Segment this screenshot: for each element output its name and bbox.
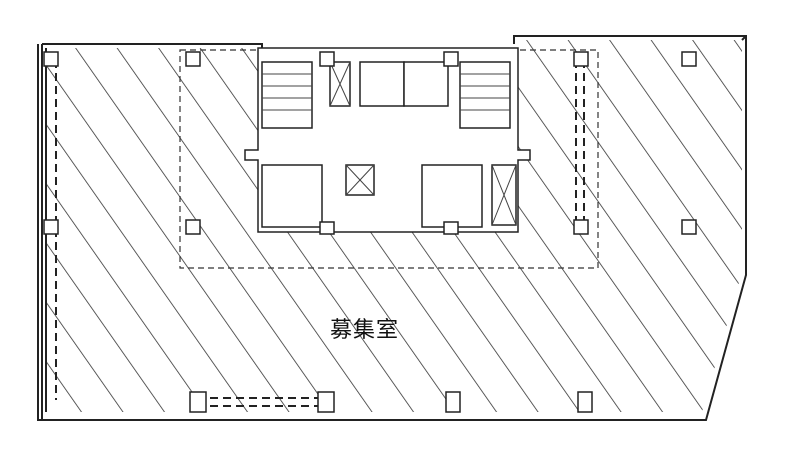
columns <box>43 51 697 413</box>
room-label: 募集室 <box>330 318 400 343</box>
dashed-boundary <box>179 49 599 269</box>
building-core <box>244 47 531 233</box>
stair-treads <box>262 61 517 226</box>
